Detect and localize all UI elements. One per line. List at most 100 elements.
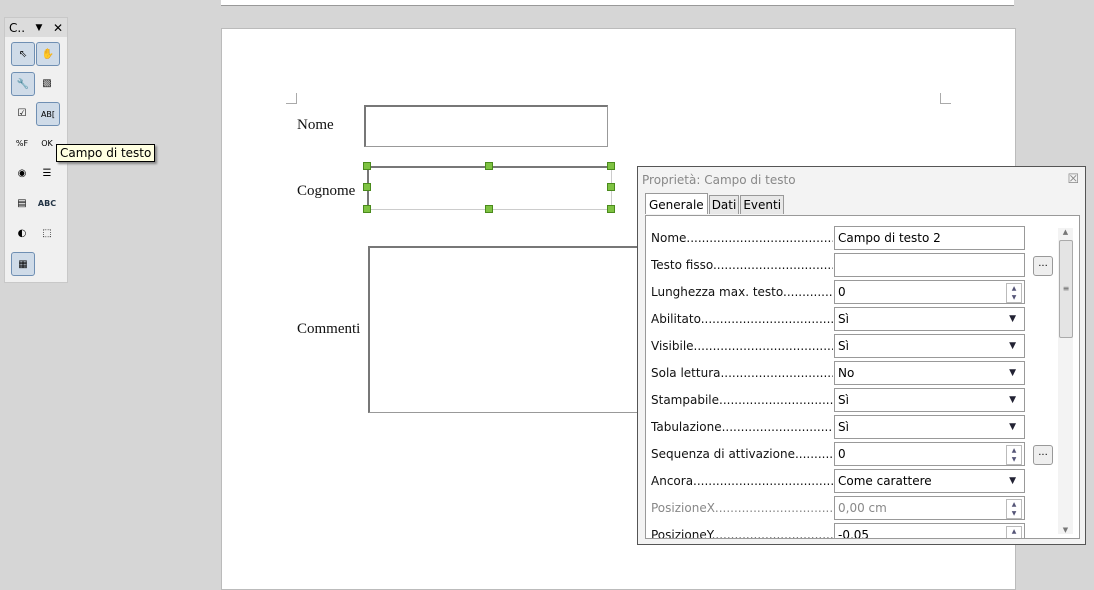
property-value: No xyxy=(838,366,855,380)
property-row: PosizioneY..............................… xyxy=(646,523,1079,539)
property-value: 0 xyxy=(838,285,846,299)
label-cognome: Cognome xyxy=(297,183,356,199)
dropdown-arrow-icon[interactable]: ▼ xyxy=(1009,341,1016,351)
property-row: Tabulazione.............................… xyxy=(646,415,1079,439)
property-field[interactable]: Sì ▼ xyxy=(834,415,1025,439)
label-nome: Nome xyxy=(297,117,334,133)
property-field[interactable] xyxy=(834,253,1025,277)
spin-button-icon[interactable]: ▲▼ xyxy=(1006,526,1022,538)
property-value: 0 xyxy=(838,447,846,461)
close-icon[interactable]: ☒ xyxy=(1067,172,1079,187)
text-box-icon[interactable]: AB[ xyxy=(36,102,60,126)
form-controls-toolbar: C..▼✕ ⇖ ✋ 🔧 ▧ ☑ AB[ %F OK ◉ ☰ ▤ ABC ◐ ⬚ … xyxy=(4,17,68,283)
property-label: Nome....................................… xyxy=(651,231,833,245)
property-row: Sequenza di attivazione.................… xyxy=(646,442,1079,466)
property-field[interactable]: Sì ▼ xyxy=(834,388,1025,412)
dropdown-arrow-icon[interactable]: ▼ xyxy=(1009,422,1016,432)
dialog-titlebar[interactable]: Proprietà: Campo di testo ☒ xyxy=(638,167,1085,193)
dialog-title: Proprietà: Campo di testo xyxy=(642,173,796,187)
property-label: Lunghezza max. testo....................… xyxy=(651,285,833,299)
property-row: Ancora..................................… xyxy=(646,469,1079,493)
resize-handle[interactable] xyxy=(363,162,371,170)
commenti-text-area[interactable] xyxy=(368,246,651,413)
resize-handle[interactable] xyxy=(363,205,371,213)
option-button-icon[interactable]: ◉ xyxy=(17,167,27,179)
property-field[interactable]: 0 ▲▼ xyxy=(834,442,1025,466)
property-label: Visibile................................… xyxy=(651,339,833,353)
ruler xyxy=(221,0,1014,6)
scroll-up-icon[interactable]: ▲ xyxy=(1062,228,1069,236)
more-button[interactable]: ... xyxy=(1033,256,1053,276)
property-row: Testo fisso.............................… xyxy=(646,253,1079,277)
select-icon[interactable]: ⇖ xyxy=(11,42,35,66)
scrollbar[interactable]: ▲ ≡ ▼ xyxy=(1058,228,1073,534)
label-commenti: Commenti xyxy=(297,321,361,337)
more-controls-icon[interactable]: ▦ xyxy=(11,252,35,276)
tab-generale[interactable]: Generale xyxy=(645,193,708,214)
toolbar-title[interactable]: C.. xyxy=(9,20,26,35)
dropdown-arrow-icon[interactable]: ▼ xyxy=(1009,368,1016,378)
property-row: Lunghezza max. testo....................… xyxy=(646,280,1079,304)
more-button[interactable]: ... xyxy=(1033,445,1053,465)
spin-button-icon[interactable]: ▲▼ xyxy=(1006,499,1022,519)
property-field[interactable]: Sì ▼ xyxy=(834,334,1025,358)
group-box-icon[interactable]: ⬚ xyxy=(42,227,52,239)
tab-eventi[interactable]: Eventi xyxy=(740,195,785,214)
property-field[interactable]: 0,00 cm ▲▼ xyxy=(834,496,1025,520)
property-field[interactable]: -0,05 ▲▼ xyxy=(834,523,1025,539)
resize-handle[interactable] xyxy=(607,183,615,191)
resize-handle[interactable] xyxy=(607,205,615,213)
image-button-icon[interactable]: ◐ xyxy=(17,227,27,239)
tab-dati[interactable]: Dati xyxy=(708,195,740,214)
resize-handle[interactable] xyxy=(607,162,615,170)
dropdown-arrow-icon[interactable]: ▼ xyxy=(1009,476,1016,486)
property-value: Campo di testo 2 xyxy=(838,231,941,245)
resize-handle[interactable] xyxy=(485,205,493,213)
property-value: Sì xyxy=(838,420,849,434)
property-field[interactable]: No ▼ xyxy=(834,361,1025,385)
push-button-icon[interactable]: OK xyxy=(41,138,53,148)
label-field-icon[interactable]: ABC xyxy=(37,198,57,208)
properties-list: ▲ ≡ ▼ Nome..............................… xyxy=(645,215,1080,539)
scroll-down-icon[interactable]: ▼ xyxy=(1062,526,1069,534)
property-field[interactable]: Come carattere ▼ xyxy=(834,469,1025,493)
combo-box-icon[interactable]: ▤ xyxy=(17,197,27,209)
property-value: Sì xyxy=(838,312,849,326)
dropdown-arrow-icon[interactable]: ▼ xyxy=(1009,314,1016,324)
spin-button-icon[interactable]: ▲▼ xyxy=(1006,445,1022,465)
property-row: Nome....................................… xyxy=(646,226,1079,250)
property-row: Abilitato...............................… xyxy=(646,307,1079,331)
property-label: Sola lettura............................… xyxy=(651,366,833,380)
property-value: Sì xyxy=(838,393,849,407)
property-label: Tabulazione.............................… xyxy=(651,420,833,434)
property-label: Stampabile..............................… xyxy=(651,393,833,407)
property-field[interactable]: Campo di testo 2 xyxy=(834,226,1025,250)
scrollbar-thumb[interactable]: ≡ xyxy=(1059,240,1073,338)
property-field[interactable]: 0 ▲▼ xyxy=(834,280,1025,304)
resize-handle[interactable] xyxy=(363,183,371,191)
control-wizard-icon[interactable]: 🔧 xyxy=(11,72,35,96)
cognome-text-field-selected[interactable] xyxy=(367,166,612,210)
property-value: Sì xyxy=(838,339,849,353)
formatted-field-icon[interactable]: %F xyxy=(15,138,29,148)
property-label: Testo fisso.............................… xyxy=(651,258,833,272)
property-value: -0,05 xyxy=(838,528,870,539)
margin-corner xyxy=(940,93,951,104)
check-box-icon[interactable]: ☑ xyxy=(17,107,27,119)
property-field[interactable]: Sì ▼ xyxy=(834,307,1025,331)
design-mode-icon[interactable]: ✋ xyxy=(36,42,60,66)
property-label: Sequenza di attivazione.................… xyxy=(651,447,833,461)
property-value: 0,00 cm xyxy=(838,501,887,515)
property-value: Come carattere xyxy=(838,474,932,488)
form-design-icon[interactable]: ▧ xyxy=(42,77,52,89)
nome-text-field[interactable] xyxy=(364,105,608,147)
dropdown-arrow-icon[interactable]: ▼ xyxy=(1009,395,1016,405)
list-box-icon[interactable]: ☰ xyxy=(42,167,52,179)
spin-button-icon[interactable]: ▲▼ xyxy=(1006,283,1022,303)
close-icon[interactable]: ✕ xyxy=(52,20,63,35)
margin-corner xyxy=(286,93,297,104)
toolbar-menu-icon[interactable]: ▼ xyxy=(35,22,43,33)
resize-handle[interactable] xyxy=(485,162,493,170)
properties-dialog: Proprietà: Campo di testo ☒ Generale Dati… xyxy=(637,166,1086,545)
property-label: Abilitato...............................… xyxy=(651,312,833,326)
